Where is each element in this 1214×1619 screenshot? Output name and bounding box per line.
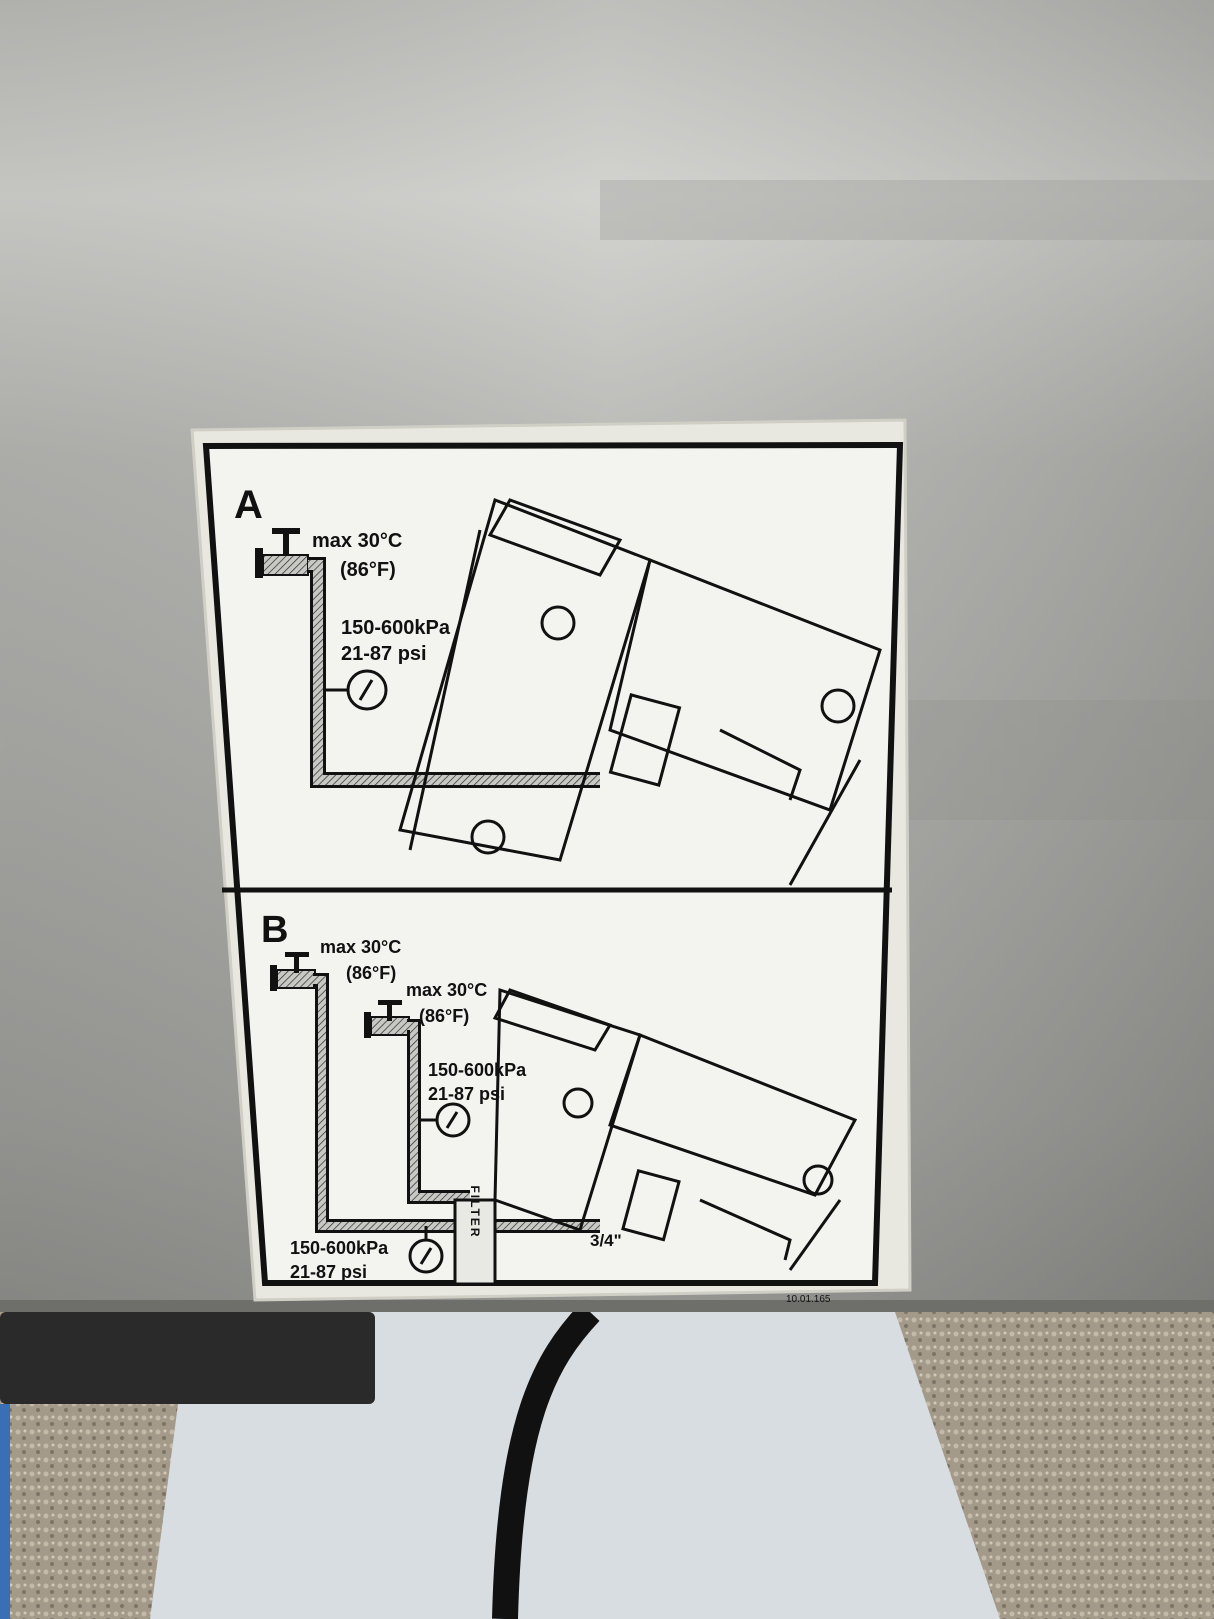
pressure-gauge-icon	[326, 669, 388, 711]
temp-f-label: (86°F)	[340, 559, 396, 581]
pressure-psi-label: 21-87 psi	[341, 643, 427, 665]
pressure-gauge-icon	[420, 1102, 471, 1138]
part-number: 10.01.165	[786, 1294, 831, 1305]
tap1-temp-max-label: max 30°C	[320, 937, 401, 957]
tap-icon	[255, 528, 309, 578]
pressure-upper-kpa-label: 150-600kPa	[428, 1060, 527, 1080]
tap2-temp-max-label: max 30°C	[406, 980, 487, 1000]
section-b: B max 30°C (86°F) max 30°C (86°F) 150-60…	[261, 909, 858, 1305]
pressure-gauge-icon	[408, 1226, 444, 1274]
dark-base	[0, 1312, 375, 1404]
black-cable	[492, 1303, 600, 1619]
instruction-label: A max 30°C (86°F) 150-600kPa 21-87 psi	[190, 418, 912, 1305]
section-b-letter: B	[261, 909, 288, 951]
pipe-size-label: 3/4"	[590, 1231, 622, 1250]
filter-text: FILTER	[468, 1185, 482, 1238]
pressure-upper-psi-label: 21-87 psi	[428, 1084, 505, 1104]
section-a-letter: A	[234, 483, 263, 527]
dishwasher-drawing	[492, 987, 858, 1271]
filter-icon: FILTER	[453, 1185, 497, 1286]
dishwasher-drawing	[398, 498, 882, 886]
pressure-lower-psi-label: 21-87 psi	[290, 1262, 367, 1282]
section-a: A max 30°C (86°F) 150-600kPa 21-87 psi	[234, 483, 882, 886]
tap1-temp-f-label: (86°F)	[346, 963, 396, 983]
tap2-temp-f-label: (86°F)	[419, 1006, 469, 1026]
temp-max-label: max 30°C	[312, 530, 402, 552]
pressure-lower-kpa-label: 150-600kPa	[290, 1238, 389, 1258]
pressure-kpa-label: 150-600kPa	[341, 617, 451, 639]
